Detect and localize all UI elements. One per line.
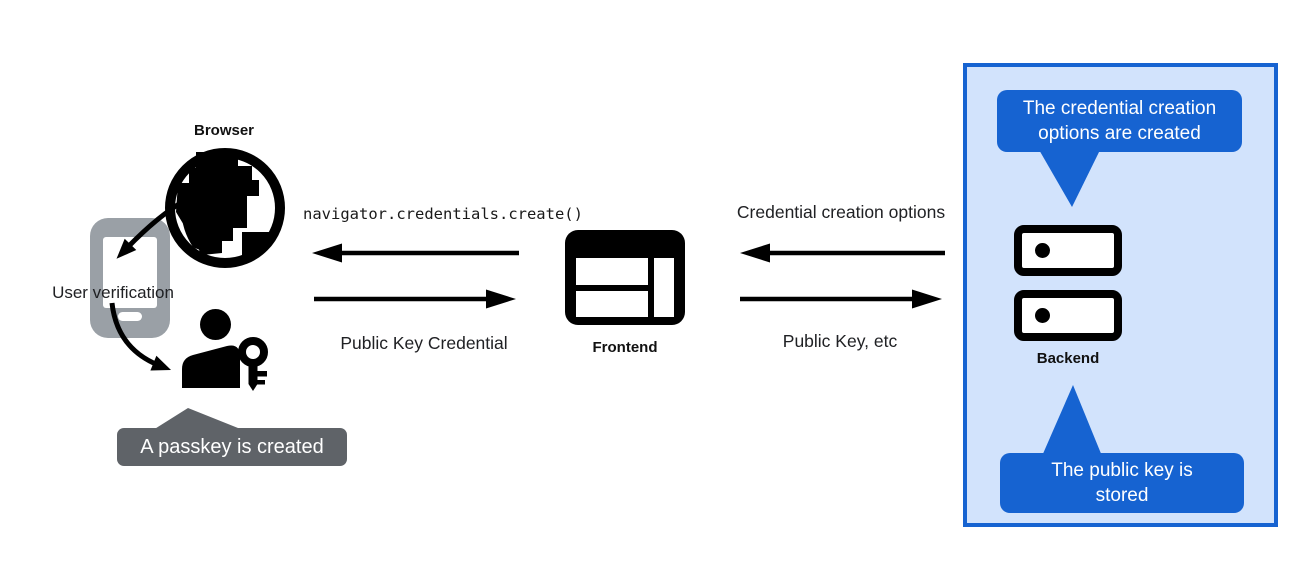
browser-window-icon [565, 230, 685, 325]
arrow-public-key-etc [740, 289, 942, 309]
user-verification-label: User verification [52, 283, 174, 302]
arrow-public-key-credential [314, 289, 516, 309]
browser-label: Browser [193, 122, 255, 139]
arrow-create-call [312, 243, 519, 263]
smartphone-icon [90, 218, 170, 338]
server-unit-icon [1014, 225, 1122, 276]
credential-options-created-callout: The credential creation options are crea… [997, 90, 1242, 152]
create-call-label: navigator.credentials.create() [303, 205, 583, 223]
arrow-credential-creation-options [740, 243, 945, 263]
public-key-etc-label: Public Key, etc [782, 331, 898, 351]
globe-icon [165, 148, 285, 268]
smartphone-home-slot [118, 312, 142, 321]
public-key-credential-label: Public Key Credential [340, 333, 508, 353]
passkey-callout-tail [153, 408, 243, 430]
public-key-stored-callout: The public key is stored [1000, 453, 1244, 513]
passkey-created-callout: A passkey is created [117, 428, 347, 466]
frontend-label: Frontend [592, 339, 658, 356]
backend-label: Backend [1036, 350, 1100, 367]
person-key-icon [182, 309, 268, 391]
server-unit-icon [1014, 290, 1122, 341]
credential-creation-options-label: Credential creation options [736, 202, 946, 222]
